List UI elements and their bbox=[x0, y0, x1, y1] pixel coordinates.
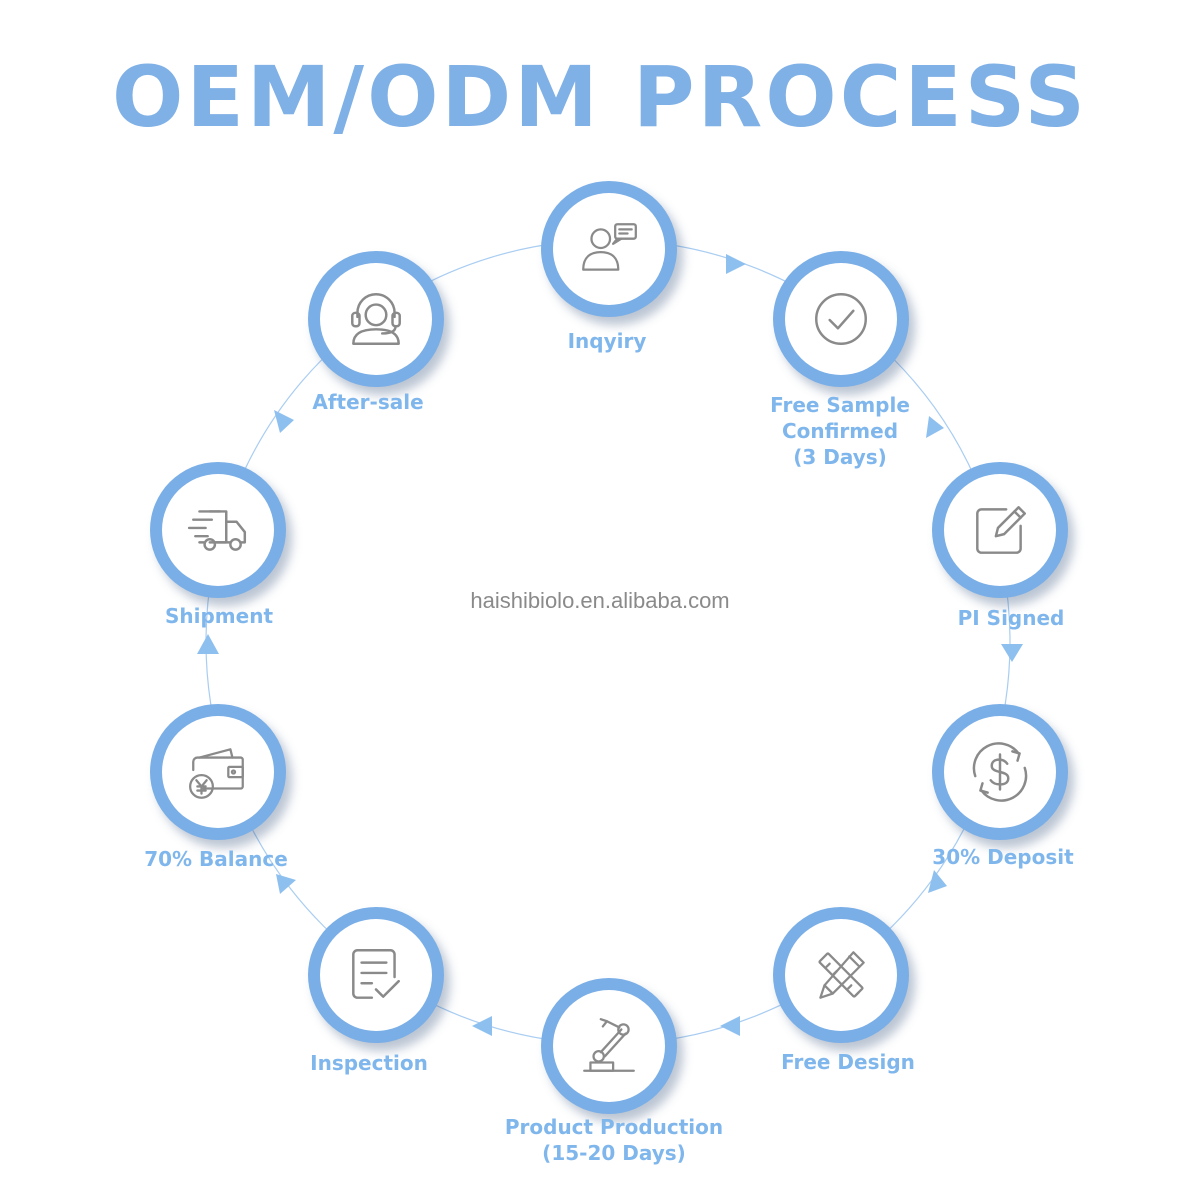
delivery-truck-icon bbox=[187, 510, 247, 551]
arrow-7 bbox=[276, 874, 296, 894]
arrow-8 bbox=[197, 634, 219, 654]
step-node-shipment bbox=[150, 462, 286, 598]
step-label-after-sale: After-sale bbox=[312, 390, 424, 414]
step-label-free-design: Free Design bbox=[781, 1050, 915, 1074]
step-label-free-sample: Free Sample Confirmed (3 Days) bbox=[770, 393, 910, 469]
arrow-1 bbox=[726, 254, 746, 274]
checklist-icon bbox=[352, 949, 400, 999]
step-node-deposit bbox=[932, 704, 1068, 840]
step-label-balance: 70% Balance bbox=[144, 847, 288, 871]
step-node-balance bbox=[150, 704, 286, 840]
step-node-inspection bbox=[308, 907, 444, 1043]
arrow-6 bbox=[472, 1016, 492, 1036]
dollar-coin-icon bbox=[972, 742, 1028, 802]
step-label-inspection: Inspection bbox=[310, 1051, 428, 1075]
step-label-production: Product Production (15-20 Days) bbox=[504, 1115, 724, 1165]
step-node-production bbox=[541, 978, 677, 1114]
flow-arrows bbox=[197, 254, 1023, 1036]
arrow-2 bbox=[926, 416, 944, 438]
check-circle-icon bbox=[815, 293, 867, 345]
step-node-after-sale bbox=[308, 251, 444, 387]
arrow-3 bbox=[1001, 644, 1023, 662]
wallet-yuan-icon bbox=[189, 748, 244, 799]
step-label-deposit: 30% Deposit bbox=[932, 845, 1074, 869]
arrow-4 bbox=[928, 870, 947, 893]
step-label-shipment: Shipment bbox=[164, 604, 274, 628]
edit-document-icon bbox=[976, 506, 1026, 554]
step-label-pi-signed: PI Signed bbox=[957, 606, 1065, 630]
watermark: haishibiolo.en.alibaba.com bbox=[470, 588, 730, 613]
step-node-free-sample bbox=[773, 251, 909, 387]
robot-arm-icon bbox=[583, 1018, 635, 1072]
step-node-pi-signed bbox=[932, 462, 1068, 598]
pencil-ruler-icon bbox=[818, 951, 865, 999]
step-label-inquiry: Inqyiry bbox=[567, 329, 647, 353]
arrow-5 bbox=[720, 1016, 740, 1036]
arrow-9 bbox=[274, 410, 294, 433]
headset-support-icon bbox=[351, 293, 401, 345]
step-node-free-design bbox=[773, 907, 909, 1043]
step-node-inquiry bbox=[541, 181, 677, 317]
user-chat-icon bbox=[582, 223, 637, 271]
page-title: OEM/ODM PROCESS bbox=[112, 48, 1088, 146]
